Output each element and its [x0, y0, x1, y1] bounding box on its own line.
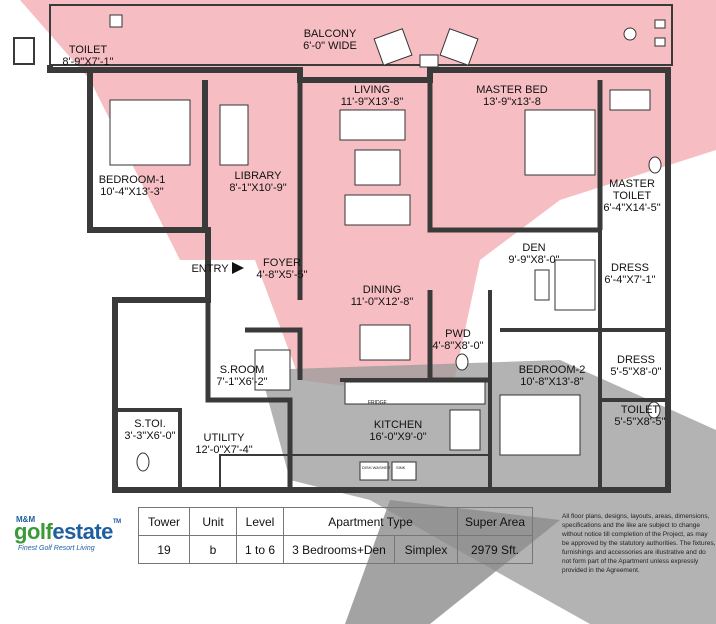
- living-sofa: [339, 109, 406, 141]
- cell-type: 3 Bedrooms+Den: [283, 535, 395, 564]
- kitchen-counter: [344, 381, 486, 405]
- den-sofa: [554, 259, 596, 311]
- entry-arrow-icon: [232, 262, 244, 274]
- header-level: Level: [236, 507, 284, 536]
- sink-unit: [391, 461, 417, 481]
- entry-label: ENTRY: [191, 263, 229, 275]
- cell-area: 2979 Sft.: [457, 535, 533, 564]
- cell-unit: b: [189, 535, 237, 564]
- master-bed-icon: [524, 109, 596, 176]
- den-table: [534, 269, 550, 301]
- dish-washer-unit: [359, 461, 389, 481]
- cell-tower: 19: [138, 535, 190, 564]
- apartment-info-table: Tower Unit Level Apartment Type Super Ar…: [138, 507, 533, 564]
- balcony-furniture: [109, 14, 666, 68]
- logo-tagline: Finest Golf Resort Living: [18, 545, 95, 552]
- header-super-area: Super Area: [457, 507, 533, 536]
- living-sofa-2: [344, 194, 411, 226]
- wc-icon: [136, 452, 150, 472]
- sink-label: SINK: [396, 465, 406, 470]
- coffee-table: [354, 149, 401, 186]
- wc-toilet2: [647, 401, 661, 419]
- fridge-label: FRIDGE: [368, 400, 388, 406]
- dining-table: [359, 324, 411, 361]
- bathtub: [609, 89, 651, 111]
- wc-master: [648, 156, 662, 174]
- disclaimer-text: All floor plans, designs, layouts, areas…: [562, 513, 716, 574]
- wc-pwd: [455, 353, 469, 371]
- header-unit: Unit: [189, 507, 237, 536]
- table-row: 19 b 1 to 6 3 Bedrooms+Den Simplex 2979 …: [138, 535, 533, 564]
- kitchen-unit: [449, 409, 481, 451]
- header-tower: Tower: [138, 507, 190, 536]
- cell-variant: Simplex: [394, 535, 458, 564]
- furniture: [109, 89, 662, 481]
- header-apartment-type: Apartment Type: [283, 507, 458, 536]
- bed-2: [499, 394, 581, 456]
- library-sofa: [219, 104, 249, 166]
- sroom-bed: [254, 349, 291, 391]
- bed-1: [109, 99, 191, 166]
- table-header-row: Tower Unit Level Apartment Type Super Ar…: [138, 507, 533, 536]
- logo-wordmark: golfestateTM: [14, 519, 121, 544]
- walls: [13, 4, 673, 493]
- room-s-toi: S.TOI.3'-3"X6'-0": [124, 418, 176, 442]
- dish-washer-label: DISH WASHER: [362, 465, 390, 470]
- cell-level: 1 to 6: [236, 535, 284, 564]
- logo-mm: M&M: [16, 515, 36, 524]
